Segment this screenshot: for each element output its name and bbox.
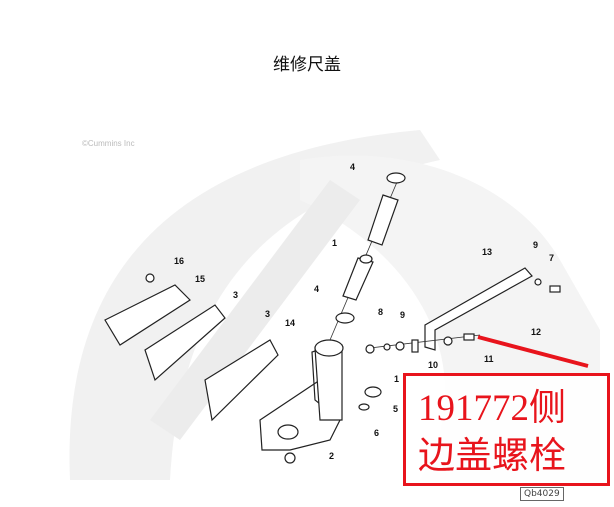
callout: 15 <box>195 274 205 284</box>
callout-labels: 4 1 16 15 3 3 14 4 8 9 1 10 11 12 13 9 7… <box>174 162 554 461</box>
hose-upper <box>367 194 399 246</box>
gasket-3a <box>144 304 226 382</box>
bolt-12 <box>463 333 475 341</box>
callout: 5 <box>393 404 398 414</box>
callout: 9 <box>533 240 538 250</box>
watermark-logo-band <box>150 180 360 440</box>
clamp-upper <box>386 172 406 184</box>
nut-8 <box>365 344 375 354</box>
callout: 12 <box>531 327 541 337</box>
callout: 1 <box>332 238 337 248</box>
bolt-7 <box>549 285 561 293</box>
callout: 3 <box>265 309 270 319</box>
gasket-15 <box>104 284 191 346</box>
annotation-pointer-line <box>477 335 589 368</box>
figure-code: Qb4029 <box>520 487 564 501</box>
spacer-10 <box>411 339 419 353</box>
copyright-text: ©Cummins Inc <box>82 139 135 148</box>
callout: 16 <box>174 256 184 266</box>
callout: 7 <box>549 253 554 263</box>
callout: 6 <box>374 428 379 438</box>
callout: 4 <box>314 284 319 294</box>
washer <box>395 341 405 351</box>
washer-9b <box>534 278 542 286</box>
part-annotation-box: 191772侧 边盖螺栓 <box>403 373 610 486</box>
callout: 14 <box>285 318 295 328</box>
bolt-16 <box>145 273 155 283</box>
callout: 8 <box>378 307 383 317</box>
annotation-part-number: 191772侧 <box>418 388 566 429</box>
cap-5 <box>364 386 382 398</box>
annotation-part-name: 边盖螺栓 <box>418 436 566 477</box>
callout: 9 <box>400 310 405 320</box>
washer-11 <box>443 336 453 346</box>
ring-6 <box>358 403 370 411</box>
bolt-2 <box>284 452 296 464</box>
callout: 10 <box>428 360 438 370</box>
washer-9 <box>383 343 391 351</box>
callout: 3 <box>233 290 238 300</box>
bracket-13 <box>424 267 533 351</box>
callout: 1 <box>394 374 399 384</box>
page-title: 维修尺盖 <box>273 55 341 75</box>
hose-1 <box>342 257 374 301</box>
callout: 13 <box>482 247 492 257</box>
callout: 4 <box>350 162 355 172</box>
gasket-3b <box>204 339 279 422</box>
callout: 2 <box>329 451 334 461</box>
callout: 11 <box>484 354 494 364</box>
clamp-lower <box>335 312 355 324</box>
